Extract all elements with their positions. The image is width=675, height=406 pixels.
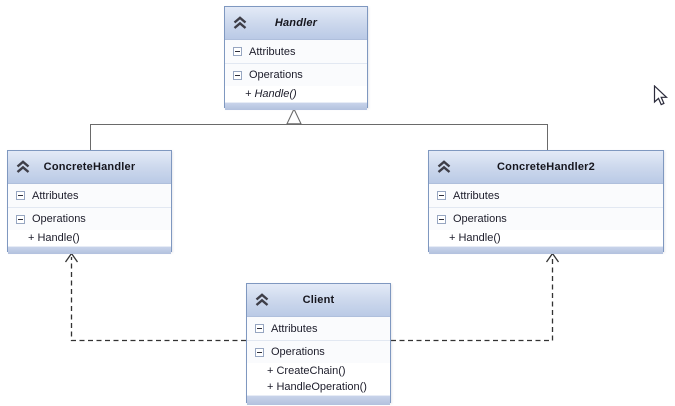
method-row[interactable]: + Handle() (225, 86, 367, 102)
attributes-section-row[interactable]: Attributes (247, 317, 390, 341)
inheritance-connector-concretehandler2[interactable] (294, 124, 548, 151)
class-concretehandler-header[interactable]: ConcreteHandler (8, 151, 171, 184)
operations-section-row[interactable]: Operations (429, 208, 663, 230)
collapse-minus-icon[interactable] (16, 214, 25, 224)
class-title: Handler (274, 17, 318, 29)
operations-label: Operations (271, 346, 325, 358)
attributes-section-row[interactable]: Attributes (429, 184, 663, 208)
class-handler-header[interactable]: Handler (225, 7, 367, 40)
collapse-minus-icon[interactable] (255, 324, 264, 333)
class-concretehandler2[interactable]: ConcreteHandler2 Attributes Operations +… (428, 150, 664, 254)
attributes-section-row[interactable]: Attributes (225, 40, 367, 64)
attributes-label: Attributes (249, 45, 296, 58)
collapse-chevron-icon[interactable] (232, 16, 248, 30)
collapse-minus-icon[interactable] (437, 214, 446, 224)
operations-label: Operations (249, 69, 303, 81)
inheritance-connector-concretehandler[interactable] (90, 124, 295, 151)
dashed-connector-client-concretehandler2[interactable] (391, 252, 560, 342)
collapse-chevron-icon[interactable] (15, 160, 31, 174)
class-concretehandler[interactable]: ConcreteHandler Attributes Operations + … (7, 150, 172, 254)
class-footer (225, 102, 367, 110)
collapse-minus-icon[interactable] (233, 47, 242, 56)
class-footer (247, 395, 390, 405)
collapse-minus-icon[interactable] (437, 191, 446, 200)
class-footer (429, 246, 663, 254)
class-title: ConcreteHandler (43, 161, 136, 173)
collapse-minus-icon[interactable] (255, 347, 264, 357)
class-client[interactable]: Client Attributes Operations + CreateCha… (246, 283, 391, 405)
class-title: Client (302, 294, 335, 306)
method-row[interactable]: + CreateChain() (247, 363, 390, 379)
open-arrowhead-icon (545, 252, 560, 263)
attributes-label: Attributes (32, 189, 79, 202)
collapse-minus-icon[interactable] (16, 191, 25, 200)
collapse-chevron-icon[interactable] (254, 293, 270, 307)
inheritance-triangle-arrowhead (286, 107, 302, 125)
class-footer (8, 246, 171, 254)
collapse-chevron-icon[interactable] (436, 160, 452, 174)
attributes-label: Attributes (453, 189, 500, 202)
method-row[interactable]: + Handle() (8, 230, 171, 246)
attributes-section-row[interactable]: Attributes (8, 184, 171, 208)
operations-label: Operations (453, 213, 507, 225)
operations-section-row[interactable]: Operations (8, 208, 171, 230)
method-row[interactable]: + Handle() (429, 230, 663, 246)
dashed-connector-client-concretehandler[interactable] (64, 252, 247, 342)
open-arrowhead-icon (64, 252, 79, 263)
attributes-label: Attributes (271, 322, 318, 335)
operations-section-row[interactable]: Operations (247, 341, 390, 363)
collapse-minus-icon[interactable] (233, 70, 242, 80)
method-row[interactable]: + HandleOperation() (247, 379, 390, 395)
class-concretehandler2-header[interactable]: ConcreteHandler2 (429, 151, 663, 184)
operations-section-row[interactable]: Operations (225, 64, 367, 86)
mouse-cursor-icon (653, 85, 669, 106)
operations-label: Operations (32, 213, 86, 225)
class-title: ConcreteHandler2 (497, 161, 595, 173)
class-handler[interactable]: Handler Attributes Operations + Handle() (224, 6, 368, 110)
class-client-header[interactable]: Client (247, 284, 390, 317)
